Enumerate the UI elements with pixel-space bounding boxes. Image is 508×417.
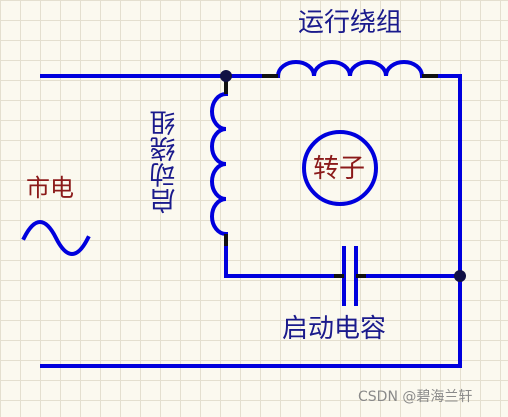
rotor-circle — [302, 130, 378, 206]
rotor-label: 转子 — [313, 154, 366, 184]
junction-dot-top — [220, 70, 232, 82]
watermark: CSDN @碧海兰轩 — [358, 389, 473, 405]
junction-dot-right — [454, 270, 466, 282]
run-winding-lead-right — [436, 74, 462, 278]
run-winding-coil — [275, 60, 425, 79]
run-winding-label: 运行绕组 — [298, 8, 403, 38]
ac-source-icon — [21, 220, 91, 256]
mains-bottom-wire — [40, 274, 462, 368]
mains-label: 市电 — [26, 174, 74, 202]
start-winding-coil — [210, 91, 229, 237]
start-capacitor-label: 启动电容 — [282, 314, 387, 344]
start-winding-lead-bottom — [224, 234, 344, 278]
start-winding-label: 启动绕组 — [150, 110, 180, 214]
